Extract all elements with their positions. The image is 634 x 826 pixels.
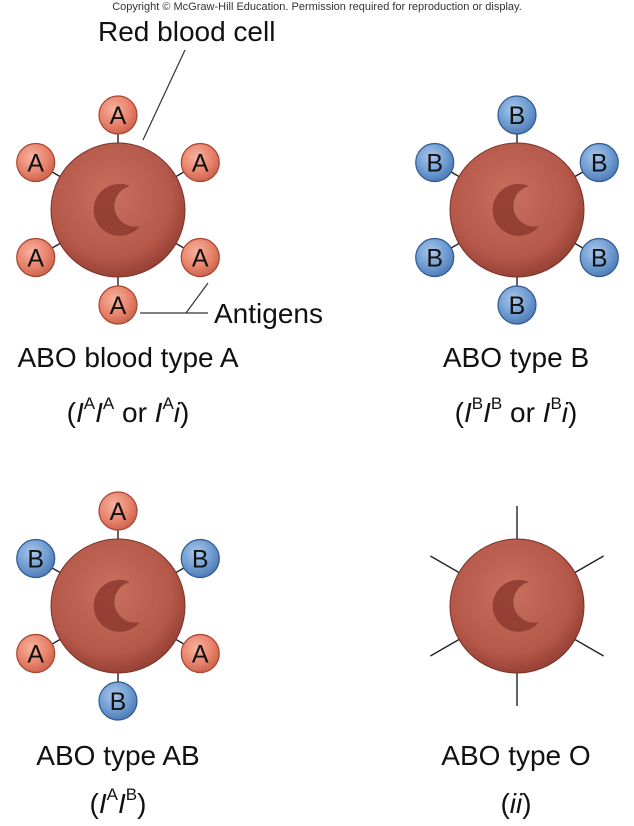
antigen-a: [180, 237, 220, 278]
antigen-letter: B: [426, 150, 443, 178]
antigen-b: [579, 237, 619, 278]
antigen-letter: B: [591, 150, 608, 178]
antigen-letter: A: [110, 102, 127, 130]
antigen-a: [98, 285, 138, 325]
cell-concavity: [492, 183, 539, 236]
red-blood-cell: [50, 142, 186, 278]
antigen-letter: A: [192, 245, 209, 273]
antigens-label: Antigens: [214, 298, 323, 329]
type-b-label: ABO type B: [442, 342, 590, 373]
red-blood-cell: [449, 538, 585, 674]
cell-concavity: [93, 579, 140, 632]
antigen-letter: B: [110, 688, 127, 716]
type-ab-label: ABO type AB: [36, 740, 200, 771]
type-ab-genotype: (IAIB): [89, 784, 147, 819]
type-a-genotype: (IAIA or IAi): [66, 393, 190, 428]
antigen-letter: A: [27, 245, 44, 273]
antigen-callout-line-1: [185, 282, 209, 314]
antigen-b: [415, 237, 455, 278]
antigen-b: [98, 681, 138, 721]
blood-cell-panel: A B B A A B: [16, 491, 220, 721]
antigen-letter: A: [110, 292, 127, 320]
type-a-label: ABO blood type A: [17, 342, 239, 373]
cell-concavity: [93, 183, 140, 236]
red-blood-cell: [449, 142, 585, 278]
antigen-b: [579, 142, 619, 183]
red-blood-cell: [50, 538, 186, 674]
antigen-letter: B: [591, 245, 608, 273]
antigen-a: [16, 237, 56, 278]
antigen-b: [16, 538, 56, 579]
antigen-letter: B: [509, 102, 526, 130]
antigen-letter: B: [27, 546, 44, 574]
type-o-label: ABO type O: [441, 740, 591, 771]
antigen-letter: B: [509, 292, 526, 320]
antigen-a: [16, 142, 56, 183]
blood-cell-panel: B B B B B B: [415, 95, 619, 325]
antigen-a: [98, 95, 138, 135]
blood-cell-panel: [430, 506, 604, 706]
antigen-b: [180, 538, 220, 579]
antigen-letter: B: [192, 546, 209, 574]
antigen-a: [180, 142, 220, 183]
antigen-b: [415, 142, 455, 183]
rbc-callout-line: [142, 49, 186, 141]
antigen-a: [180, 633, 220, 674]
antigen-letter: A: [27, 641, 44, 669]
antigen-letter: A: [27, 150, 44, 178]
antigen-a: [98, 491, 138, 531]
type-b-genotype: (IBIB or IBi): [454, 393, 578, 428]
red-blood-cell-label: Red blood cell: [98, 16, 276, 47]
antigen-letter: B: [426, 245, 443, 273]
antigen-b: [497, 285, 537, 325]
copyright-notice: Copyright © McGraw-Hill Education. Permi…: [112, 1, 522, 13]
cell-concavity: [492, 579, 539, 632]
antigen-letter: A: [192, 641, 209, 669]
type-o-genotype: (ii): [500, 788, 532, 819]
blood-cell-panel: A A A A A A: [16, 95, 220, 325]
antigen-a: [16, 633, 56, 674]
antigen-letter: A: [110, 498, 127, 526]
antigen-b: [497, 95, 537, 135]
antigen-letter: A: [192, 150, 209, 178]
